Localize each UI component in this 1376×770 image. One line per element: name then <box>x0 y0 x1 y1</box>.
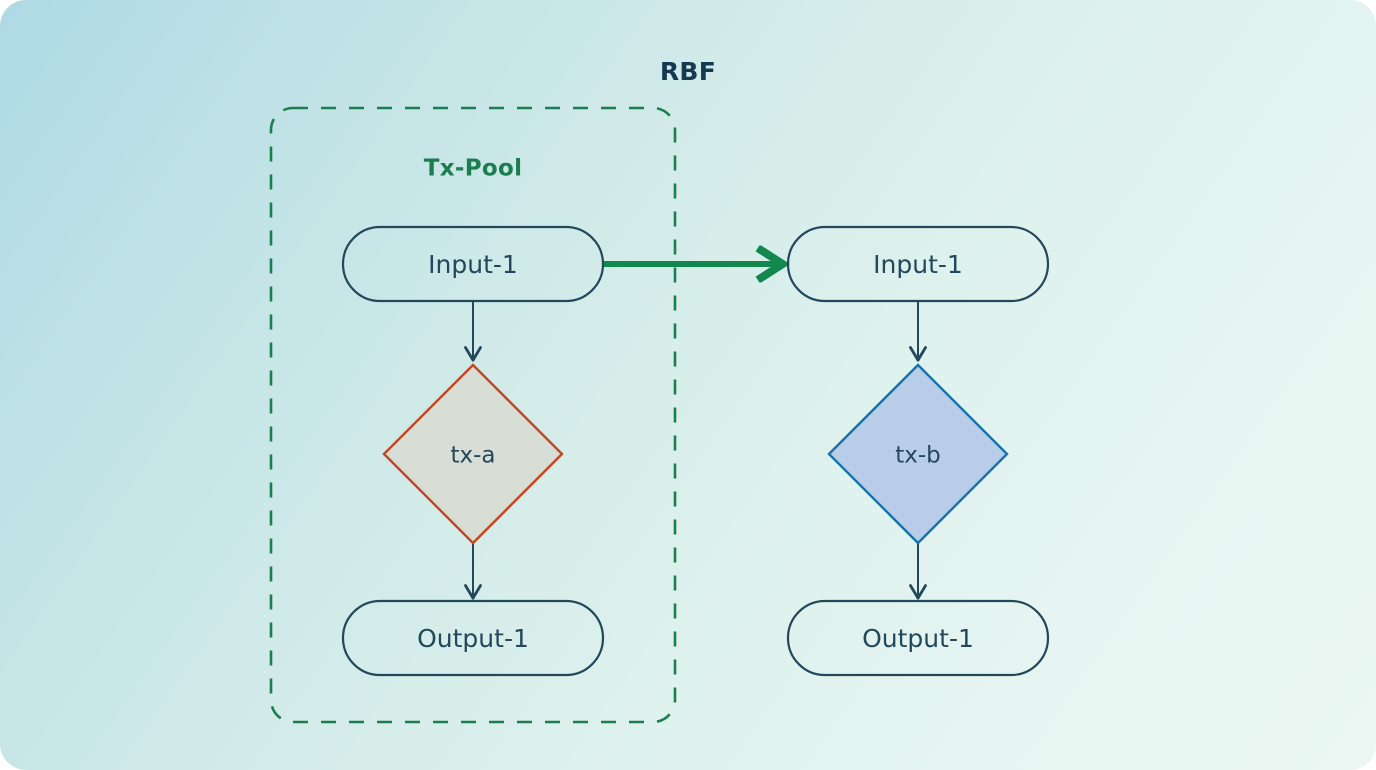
node-right-input-1-shape[interactable] <box>786 225 1050 303</box>
node-right-input-1[interactable]: Input-1 <box>786 225 1050 303</box>
node-tx-a-shape[interactable] <box>382 363 564 545</box>
node-left-input-1-shape[interactable] <box>341 225 605 303</box>
nodes-layer: Input-1 tx-a Output-1 Input-1 tx-b <box>341 225 1050 677</box>
node-left-input-1[interactable]: Input-1 <box>341 225 605 303</box>
node-left-output-1[interactable]: Output-1 <box>341 599 605 677</box>
edges-layer <box>464 264 927 600</box>
node-left-output-1-label: Output-1 <box>417 624 529 653</box>
tx-pool-dashed-border <box>269 106 677 724</box>
tx-pool-label: Tx-Pool <box>424 156 523 182</box>
page-title: RBF <box>660 57 716 86</box>
node-tx-b[interactable]: tx-b <box>827 363 1009 545</box>
node-tx-a-label: tx-a <box>450 443 495 469</box>
node-tx-b-label: tx-b <box>895 443 941 469</box>
node-tx-a[interactable]: tx-a <box>382 363 564 545</box>
node-right-output-1-label: Output-1 <box>862 624 974 653</box>
node-left-input-1-label: Input-1 <box>428 250 518 279</box>
node-right-output-1[interactable]: Output-1 <box>786 599 1050 677</box>
node-right-output-1-shape[interactable] <box>786 599 1050 677</box>
node-left-output-1-shape[interactable] <box>341 599 605 677</box>
node-tx-b-shape[interactable] <box>827 363 1009 545</box>
node-right-input-1-label: Input-1 <box>873 250 963 279</box>
tx-pool-group: Tx-Pool <box>269 106 677 724</box>
